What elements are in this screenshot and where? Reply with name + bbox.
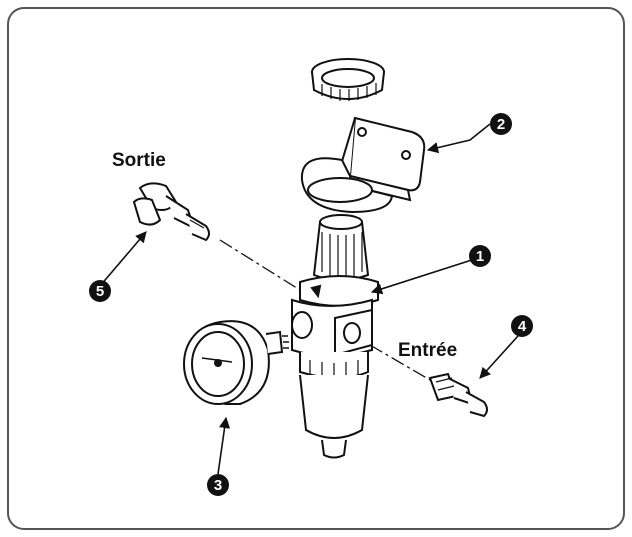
leader-4 <box>479 335 519 379</box>
svg-text:5: 5 <box>96 283 104 300</box>
label-outlet: Sortie <box>112 150 166 171</box>
lock-ring <box>311 58 385 101</box>
leader-1 <box>370 257 479 295</box>
regulator-body <box>291 214 379 459</box>
mounting-bracket <box>300 116 426 214</box>
inlet-fitting <box>428 372 488 418</box>
label-inlet: Entrée <box>398 340 457 361</box>
callout-badge-4: 4 <box>511 315 533 337</box>
svg-text:2: 2 <box>497 116 505 133</box>
callout-badge-1: 1 <box>469 245 491 267</box>
leader-3 <box>217 416 231 475</box>
svg-text:3: 3 <box>214 477 222 494</box>
leader-lines <box>99 123 519 475</box>
svg-text:1: 1 <box>476 248 484 265</box>
assembly-axes <box>219 239 431 381</box>
callout-badge-3: 3 <box>207 474 229 496</box>
callout-badge-2: 2 <box>490 113 512 135</box>
callout-badge-5: 5 <box>89 280 111 302</box>
leader-5 <box>99 231 147 287</box>
outlet-fitting <box>132 182 210 242</box>
svg-text:4: 4 <box>518 318 527 335</box>
leader-2 <box>426 123 491 154</box>
pressure-gauge <box>183 320 289 405</box>
